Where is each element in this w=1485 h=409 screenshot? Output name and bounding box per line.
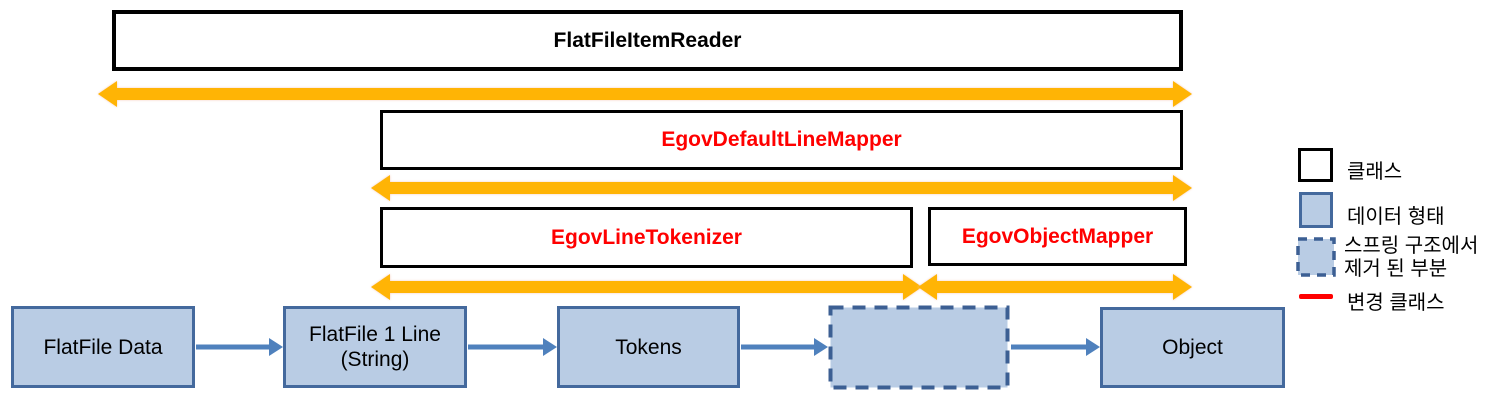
legend-removed-swatch-icon (1296, 237, 1336, 277)
legend-removed-label: 스프링 구조에서 제거 된 부분 (1344, 235, 1478, 281)
legend-changed-label: 변경 클래스 (1347, 292, 1445, 314)
egovdefaultlinemapper-label: EgovDefaultLineMapper (661, 128, 902, 151)
legend-dashed-box-icon (1296, 237, 1336, 277)
arrow-shaft (741, 344, 816, 350)
egovlinetokenizer-box: EgovLineTokenizer (380, 207, 913, 268)
egovobjectmapper-label: EgovObjectMapper (961, 224, 1154, 248)
flow-arrow-4-icon (1011, 338, 1100, 356)
linemapper-span-arrow-icon (371, 175, 1192, 201)
arrow-shaft (115, 88, 1175, 100)
arrow-left-head-icon (371, 175, 390, 201)
egovdefaultlinemapper-box: EgovDefaultLineMapper (380, 110, 1183, 170)
legend-data-swatch-icon (1299, 192, 1333, 228)
egovlinetokenizer-label: EgovLineTokenizer (551, 225, 742, 249)
legend-removed-label-line1: 스프링 구조에서 (1344, 235, 1479, 257)
arrow-shaft (388, 281, 905, 293)
arrow-right-head-icon (1173, 81, 1192, 107)
arrow-right-head-icon (903, 274, 922, 300)
node-tokens-label: Tokens (615, 335, 682, 359)
arrow-shaft (388, 182, 1175, 194)
node-object-label: Object (1162, 336, 1223, 359)
arrow-head-icon (1086, 338, 1100, 356)
node-flatfile-1-line: FlatFile 1 Line (String) (283, 306, 467, 388)
arrow-shaft (1011, 344, 1088, 350)
node-removed-dashed (828, 305, 1010, 390)
flatfileitemreader-box: FlatFileItemReader (112, 10, 1183, 71)
legend-removed-label-line2: 제거 된 부분 (1344, 258, 1448, 280)
egovobjectmapper-box: EgovObjectMapper (928, 207, 1187, 266)
arrow-shaft (196, 344, 271, 350)
legend-data-label: 데이터 형태 (1347, 206, 1445, 228)
arrow-right-head-icon (1173, 274, 1192, 300)
node-flatfile-data-label: FlatFile Data (43, 335, 163, 359)
legend-changed-line-icon (1299, 294, 1333, 299)
arrow-head-icon (543, 338, 557, 356)
legend-class-swatch-icon (1298, 148, 1333, 182)
arrow-left-head-icon (918, 274, 937, 300)
flow-arrow-2-icon (468, 338, 557, 356)
flatfileitemreader-label: FlatFileItemReader (553, 28, 742, 52)
node-tokens: Tokens (557, 306, 740, 388)
flow-arrow-1-icon (196, 338, 283, 356)
arrow-left-head-icon (371, 274, 390, 300)
objectmapper-span-arrow-icon (918, 274, 1192, 300)
dashed-box-icon (828, 305, 1010, 390)
node-flatfile-1-line-sublabel: (String) (340, 348, 410, 371)
flow-arrow-3-icon (741, 338, 828, 356)
arrow-left-head-icon (98, 81, 117, 107)
arrow-shaft (468, 344, 545, 350)
arrow-head-icon (269, 338, 283, 356)
node-object: Object (1100, 307, 1285, 388)
arrow-head-icon (814, 338, 828, 356)
arrow-shaft (935, 281, 1175, 293)
legend-class-label: 클래스 (1347, 161, 1403, 183)
reader-span-arrow-icon (98, 81, 1192, 107)
arrow-right-head-icon (1173, 175, 1192, 201)
node-flatfile-data: FlatFile Data (11, 306, 195, 388)
node-flatfile-1-line-label: FlatFile 1 Line (309, 323, 441, 346)
tokenizer-span-arrow-icon (371, 274, 922, 300)
